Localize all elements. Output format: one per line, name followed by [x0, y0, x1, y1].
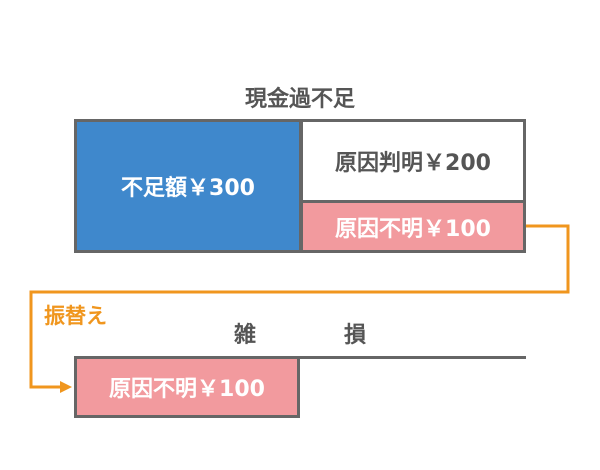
loss-account-title-right: 損: [343, 323, 366, 348]
transfer-arrow-line: [29, 224, 570, 389]
unidentified-cause-box: 原因不明￥100: [300, 200, 526, 253]
identified-cause-label: 原因判明￥200: [335, 151, 491, 176]
loss-account-title-left: 雑: [233, 323, 256, 348]
loss-entry-box: 原因不明￥100: [74, 356, 300, 418]
transfer-label: 振替え: [44, 304, 107, 328]
shortage-amount-box: 不足額￥300: [74, 119, 302, 253]
loss-entry-label: 原因不明￥100: [109, 377, 265, 402]
account-title: 現金過不足: [244, 87, 355, 112]
shortage-amount-label: 不足額￥300: [121, 176, 255, 201]
transfer-arrowhead-icon: [60, 381, 72, 393]
unidentified-cause-label: 原因不明￥100: [335, 216, 491, 242]
loss-account-line: [74, 356, 526, 359]
identified-cause-box: 原因判明￥200: [300, 119, 526, 203]
